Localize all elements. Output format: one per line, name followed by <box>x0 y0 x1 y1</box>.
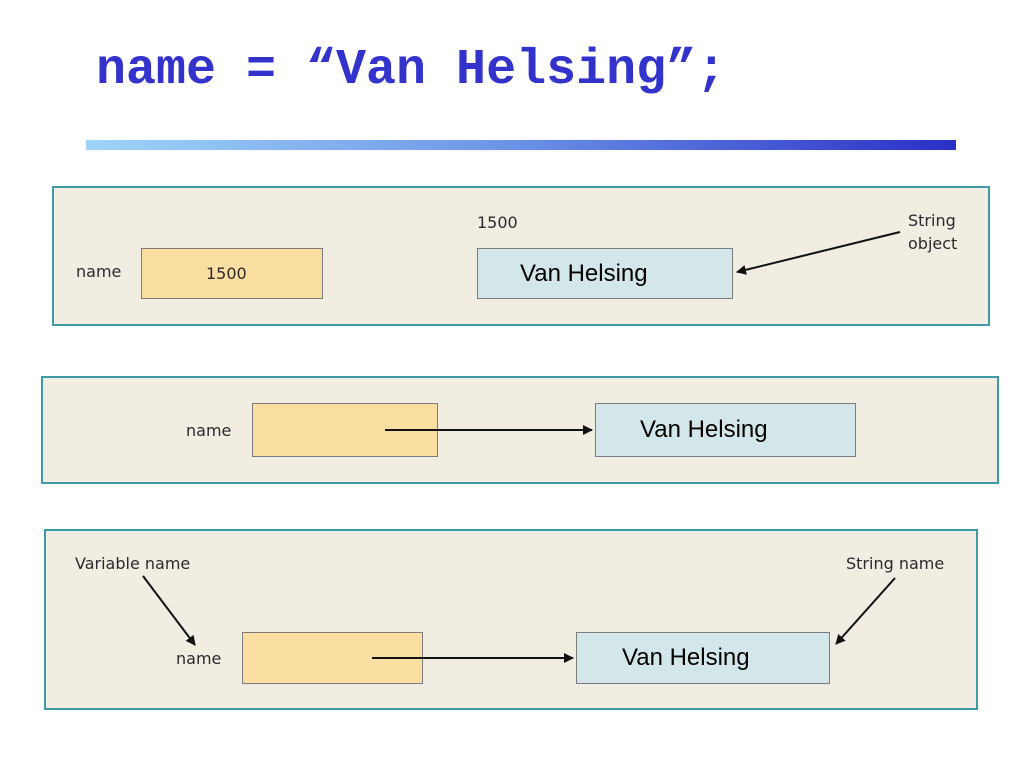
variable-box <box>252 403 438 457</box>
slide-title: name = “Van Helsing”; <box>96 42 727 99</box>
variable-label: name <box>186 421 232 440</box>
string-object-box <box>576 632 830 684</box>
variable-label: name <box>176 649 222 668</box>
annotation-string-name: String name <box>846 554 945 573</box>
annotation-object: object <box>908 234 958 253</box>
title-divider <box>86 140 956 150</box>
string-object-text: Van Helsing <box>520 260 648 287</box>
string-object-box <box>477 248 733 299</box>
variable-value: 1500 <box>206 264 247 283</box>
address-label: 1500 <box>477 213 518 232</box>
variable-box <box>242 632 423 684</box>
variable-label: name <box>76 262 122 281</box>
string-object-text: Van Helsing <box>640 416 768 443</box>
annotation-string: String <box>908 211 956 230</box>
variable-box <box>141 248 323 299</box>
string-object-text: Van Helsing <box>622 644 750 671</box>
string-object-box <box>595 403 856 457</box>
annotation-variable-name: Variable name <box>75 554 191 573</box>
